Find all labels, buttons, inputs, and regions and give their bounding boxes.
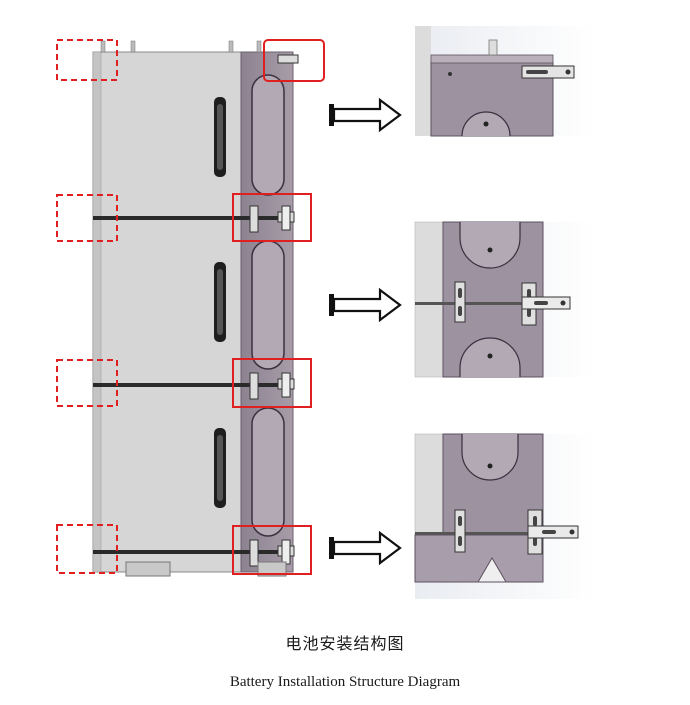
battery-stack [92, 40, 299, 577]
solid-callout-top [263, 39, 325, 82]
module-seam [93, 383, 293, 387]
dashed-callout-joint-2 [56, 359, 118, 407]
module-seam [93, 550, 293, 554]
arrow-icon [329, 97, 402, 133]
solid-callout-joint-1 [232, 193, 312, 242]
arrow-icon [329, 530, 402, 566]
handle-grip [214, 97, 226, 177]
top-pin [488, 39, 498, 56]
caption-english: Battery Installation Structure Diagram [229, 674, 461, 690]
dashed-callout-bottom [56, 524, 118, 574]
dashed-callouts [56, 39, 118, 574]
connector-bracket [249, 372, 295, 400]
top-pin [100, 40, 106, 53]
top-pin [256, 40, 262, 53]
connector-bracket [249, 205, 295, 233]
module-seam [415, 532, 543, 535]
dashed-callout-joint-1 [56, 194, 118, 242]
top-pin [228, 40, 234, 53]
handle-grip [214, 428, 226, 508]
base-foot [257, 561, 287, 577]
dashed-callout-top [56, 39, 118, 81]
side-oval-recess [251, 407, 285, 537]
top-bracket [277, 54, 299, 64]
top-pin [130, 40, 136, 53]
side-oval-recess [251, 74, 285, 196]
solid-callout-bottom [232, 525, 312, 575]
base-foot [125, 561, 171, 577]
detail-view-bottom [414, 433, 595, 599]
connector-bracket [249, 539, 295, 567]
handle-grip [214, 262, 226, 342]
connector-bracket [521, 65, 575, 79]
module-seam [415, 302, 543, 305]
solid-callouts [232, 39, 325, 575]
module-seam [93, 216, 293, 220]
connector-bracket [454, 281, 571, 326]
detail-view-middle [414, 221, 595, 378]
detail-view-top [415, 26, 595, 137]
solid-callout-joint-2 [232, 358, 312, 408]
arrow-icon [329, 287, 402, 323]
caption-chinese: 电池安装结构图 [285, 634, 405, 653]
side-oval-recess [251, 240, 285, 370]
connector-bracket [454, 509, 579, 555]
